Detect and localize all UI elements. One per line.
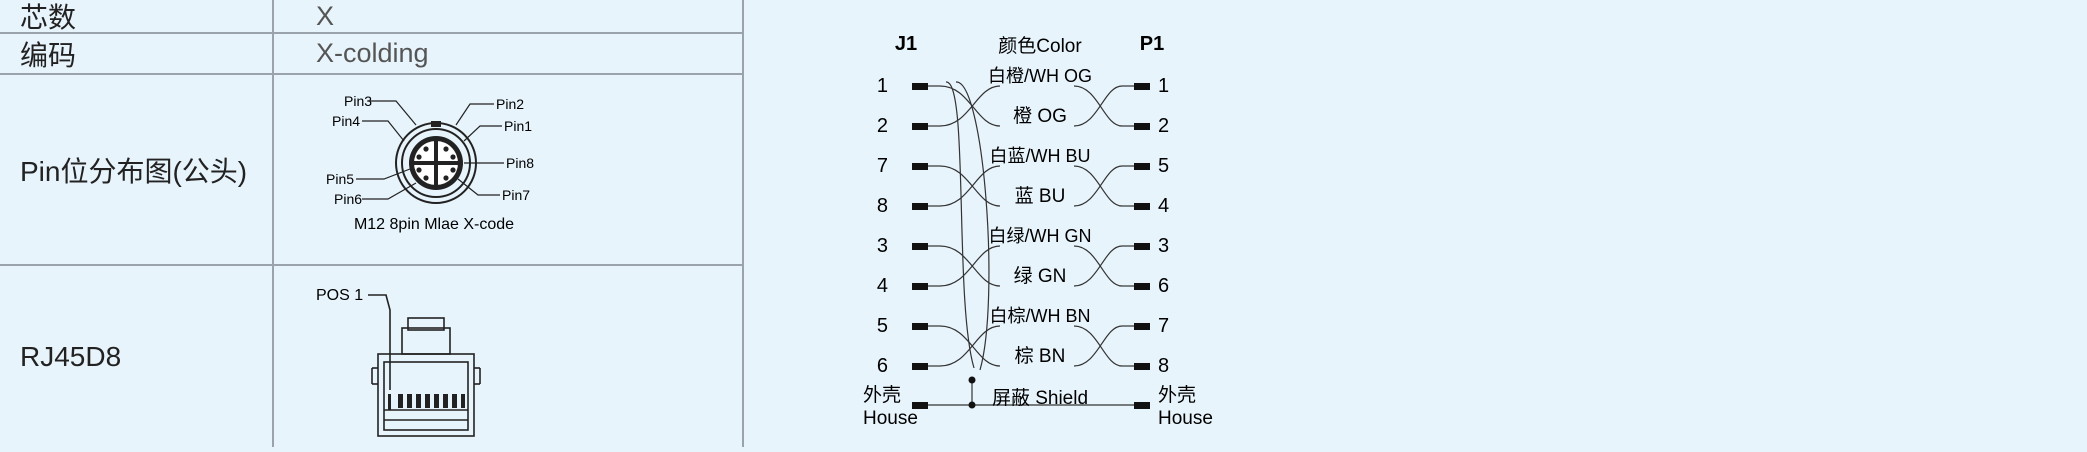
spec-value-diagram: Pin3 Pin4 Pin5 Pin6 Pin2 Pin1 Pin8 Pin7 … bbox=[272, 75, 742, 264]
m12-connector-diagram: Pin3 Pin4 Pin5 Pin6 Pin2 Pin1 Pin8 Pin7 … bbox=[326, 93, 534, 233]
pin7-label: Pin7 bbox=[502, 187, 530, 203]
spec-row-pin-layout: Pin位分布图(公头) bbox=[0, 75, 742, 266]
wire-color-label: 绿 GN bbox=[1014, 265, 1067, 287]
p1-pin-number: 4 bbox=[1158, 195, 1169, 217]
pin6-label: Pin6 bbox=[334, 191, 362, 207]
p1-pin-terminal bbox=[1134, 243, 1150, 250]
p1-pin-number: 5 bbox=[1158, 155, 1169, 177]
twisted-pair-left bbox=[939, 85, 1001, 127]
j1-pin-terminal bbox=[912, 123, 928, 130]
pin4-label: Pin4 bbox=[332, 113, 360, 129]
j1-pin-number: 8 bbox=[877, 195, 888, 217]
rj45-connector-diagram: POS 1 bbox=[316, 287, 481, 437]
spec-label: Pin位分布图(公头) bbox=[20, 155, 248, 187]
wire-color-label: 白蓝/WH BU bbox=[990, 146, 1091, 166]
wire-color-label: 橙 OG bbox=[1013, 105, 1067, 127]
j1-pin-terminal bbox=[912, 283, 928, 290]
p1-pin-number: 3 bbox=[1158, 235, 1169, 257]
spec-label: 编码 bbox=[20, 39, 77, 71]
spec-label: 芯数 bbox=[20, 2, 77, 33]
spec-label: RJ45D8 bbox=[20, 340, 122, 372]
wire-color-label: 白棕/WH BN bbox=[990, 306, 1091, 326]
pin3-label: Pin3 bbox=[344, 93, 372, 109]
wire-color-label: 棕 BN bbox=[1015, 345, 1066, 367]
j1-pin-terminal bbox=[912, 163, 928, 170]
p1-pin-terminal bbox=[1134, 203, 1150, 210]
p1-pin-number: 8 bbox=[1158, 355, 1169, 377]
wire-color-label: 蓝 BU bbox=[1015, 185, 1066, 207]
j1-pin-number: 1 bbox=[877, 75, 888, 97]
twisted-pair-left bbox=[939, 165, 1001, 207]
connector-caption: M12 8pin Mlae X-code bbox=[354, 216, 514, 233]
shield-color-label: 屏蔽 Shield bbox=[992, 387, 1088, 409]
pos1-label: POS 1 bbox=[316, 287, 363, 304]
j1-pin-terminal bbox=[912, 203, 928, 210]
j1-pin-number: 4 bbox=[877, 275, 888, 297]
p1-pin-terminal bbox=[1134, 323, 1150, 330]
shield-right-cn: 外壳 bbox=[1158, 384, 1196, 406]
twisted-pair-right bbox=[1073, 85, 1123, 127]
spec-row-cores: 芯数 X bbox=[0, 0, 742, 34]
j1-pin-number: 5 bbox=[877, 315, 888, 337]
j1-pin-number: 7 bbox=[877, 155, 888, 177]
j1-shield-terminal bbox=[912, 402, 928, 409]
twisted-pair-left bbox=[939, 325, 1001, 367]
spec-row-coding: 编码 X-colding bbox=[0, 34, 742, 75]
twisted-pair-right bbox=[1073, 325, 1123, 367]
p1-pin-terminal bbox=[1134, 363, 1150, 370]
wire-color-label: 白橙/WH OG bbox=[988, 66, 1092, 86]
twisted-pair-right bbox=[1073, 245, 1123, 287]
j1-pin-number: 6 bbox=[877, 355, 888, 377]
spec-table: 芯数 X 编码 X-colding Pin位分布图(公头) bbox=[0, 0, 744, 447]
shield-left-cn: 外壳 bbox=[863, 384, 901, 406]
j1-pin-terminal bbox=[912, 243, 928, 250]
p1-pin-number: 6 bbox=[1158, 275, 1169, 297]
wiring-diagram: J1 颜色Color P1 1 1 白橙/WH OG 2 2 橙 OG 7 5 白蓝/WH BU… bbox=[744, 0, 2087, 447]
j1-pin-terminal bbox=[912, 83, 928, 90]
p1-pin-number: 2 bbox=[1158, 115, 1169, 137]
p1-pin-terminal bbox=[1134, 83, 1150, 90]
pin8-label: Pin8 bbox=[506, 155, 534, 171]
shield-left-en: House bbox=[863, 408, 918, 429]
p1-pin-number: 7 bbox=[1158, 315, 1169, 337]
j1-pin-number: 2 bbox=[877, 115, 888, 137]
p1-pin-terminal bbox=[1134, 283, 1150, 290]
spec-value: X bbox=[272, 0, 742, 32]
j1-pin-terminal bbox=[912, 323, 928, 330]
j1-pin-terminal bbox=[912, 363, 928, 370]
pin2-label: Pin2 bbox=[496, 96, 524, 112]
p1-pin-terminal bbox=[1134, 163, 1150, 170]
spec-value: X-colding bbox=[272, 34, 742, 73]
p1-shield-terminal bbox=[1134, 402, 1150, 409]
shield-junction-dot bbox=[968, 376, 976, 384]
shield-junction-dot bbox=[968, 401, 976, 409]
wiring-diagram-svg: J1 颜色Color P1 1 1 白橙/WH OG 2 2 橙 OG 7 5 白蓝/WH BU… bbox=[863, 33, 1213, 429]
pin1-label: Pin1 bbox=[504, 118, 532, 134]
twisted-pair-left bbox=[939, 245, 1001, 287]
p1-pin-terminal bbox=[1134, 123, 1150, 130]
spec-row-rj45: RJ45D8 POS 1 bbox=[0, 266, 742, 447]
j1-pin-number: 3 bbox=[877, 235, 888, 257]
cable-bundle-curve bbox=[945, 81, 990, 371]
header-j1: J1 bbox=[895, 33, 917, 55]
header-p1: P1 bbox=[1140, 33, 1164, 55]
shield-right-en: House bbox=[1158, 408, 1213, 429]
twisted-pair-right bbox=[1073, 165, 1123, 207]
wire-color-label: 白绿/WH GN bbox=[989, 226, 1092, 246]
pin5-label: Pin5 bbox=[326, 171, 354, 187]
spec-value-diagram: POS 1 bbox=[272, 266, 742, 447]
header-color: 颜色Color bbox=[998, 35, 1082, 57]
p1-pin-number: 1 bbox=[1158, 75, 1169, 97]
